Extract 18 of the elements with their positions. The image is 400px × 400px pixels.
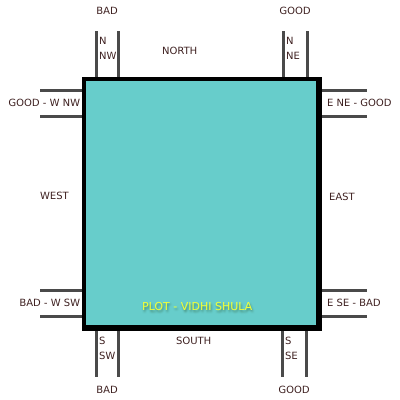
road-label: GOOD - W NW: [8, 96, 80, 110]
road-label: N NW: [99, 35, 117, 64]
compass-label: NORTH: [162, 45, 198, 59]
rating-label: BAD: [95, 5, 119, 19]
plot-area: [82, 77, 322, 331]
rating-label: GOOD: [277, 384, 311, 398]
compass-label: EAST: [329, 191, 355, 205]
rating-label: GOOD: [278, 5, 312, 19]
road-label: S SW: [99, 335, 116, 364]
road-label: N NE: [286, 35, 301, 64]
compass-label: SOUTH: [176, 335, 212, 349]
plot-label: PLOT - VIDHI SHULA: [142, 299, 252, 314]
road-label: E SE - BAD: [327, 296, 381, 310]
rating-label: BAD: [95, 384, 119, 398]
road-label: S SE: [285, 335, 299, 364]
road-label: BAD - W SW: [19, 296, 80, 310]
road-label: E NE - GOOD: [327, 96, 392, 110]
compass-label: WEST: [40, 190, 69, 204]
